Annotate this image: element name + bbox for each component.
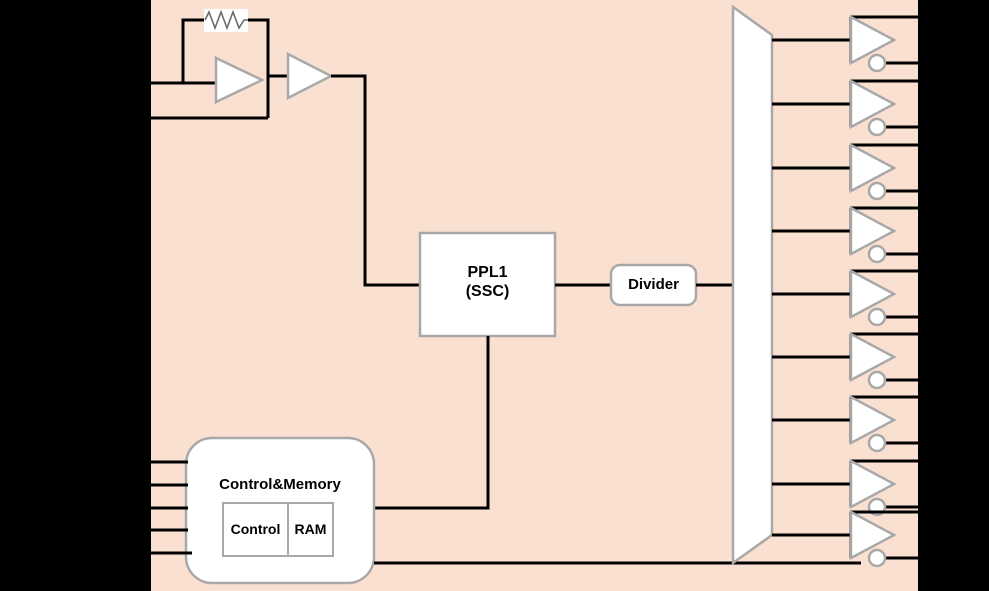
output-buffer-group-3 — [849, 142, 918, 201]
pll-to-control-wire — [374, 336, 490, 510]
control-input-wires — [151, 460, 192, 555]
output-buffer-group-5 — [849, 268, 918, 327]
output-buffer-group-9 — [849, 509, 918, 568]
feedback-resistor — [204, 9, 248, 32]
output-buffer-group-4 — [849, 205, 918, 264]
osc-to-pll-wire — [331, 74, 420, 287]
output-buffer-group-8 — [849, 458, 918, 517]
oscillator-output-buffer — [286, 51, 334, 101]
pll-block-shape — [418, 231, 557, 338]
output-buffer-group-1 — [849, 14, 918, 73]
osc-input-wires — [151, 18, 289, 120]
fanout-trapezoid-shape — [731, 4, 774, 566]
oscillator-amplifier — [214, 56, 265, 104]
output-branch-wires — [772, 38, 851, 537]
output-buffer-group-2 — [849, 78, 918, 137]
output-buffer-group-7 — [849, 394, 918, 453]
output-buffer-group-6 — [849, 331, 918, 390]
control-memory-shape — [184, 436, 376, 585]
divider-block-shape — [609, 263, 698, 307]
